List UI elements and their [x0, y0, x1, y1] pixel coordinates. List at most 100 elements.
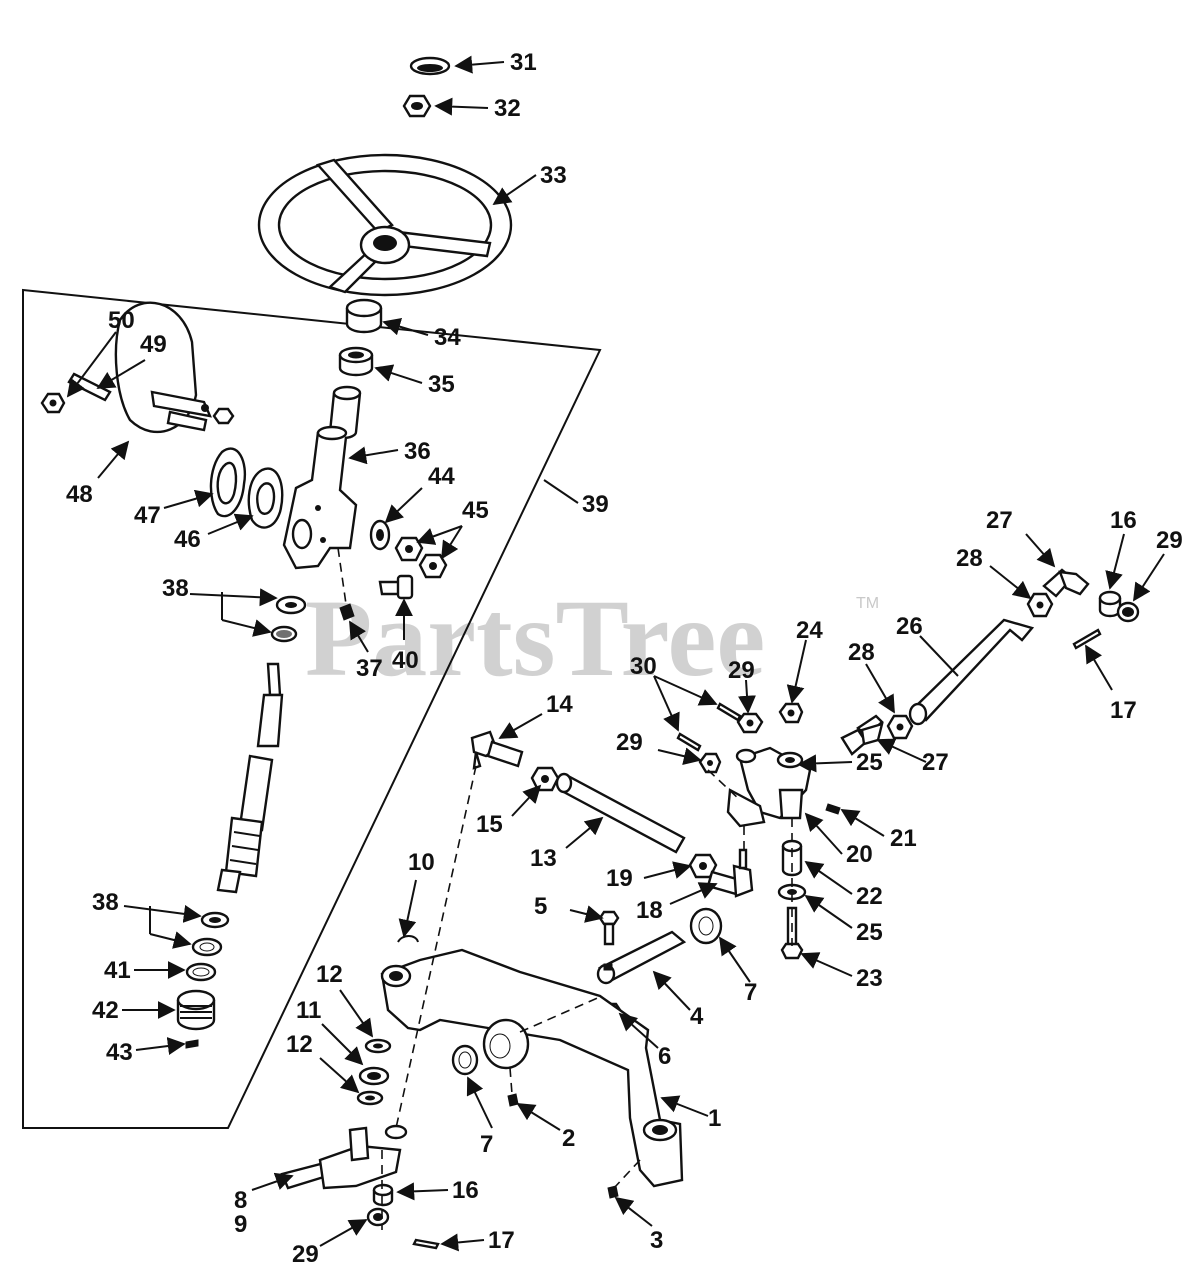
callout-33: 33	[540, 162, 567, 189]
bolt-23	[780, 906, 804, 960]
set-screw-21	[825, 803, 841, 815]
callout-32: 32	[494, 95, 521, 122]
callout-6: 6	[658, 1043, 671, 1070]
callout-22: 22	[856, 883, 883, 910]
callout-27-lower: 27	[922, 749, 949, 776]
gasket-47	[209, 447, 247, 518]
callout-14: 14	[546, 691, 573, 718]
bearing-11	[358, 1066, 390, 1086]
callout-43: 43	[106, 1039, 133, 1066]
callout-5: 5	[534, 893, 547, 920]
pivot-pin-4	[596, 930, 687, 985]
callout-28-upper: 28	[956, 545, 983, 572]
washer-7-right	[689, 907, 723, 945]
nut-15	[530, 766, 560, 792]
callout-21: 21	[890, 825, 917, 852]
callout-35: 35	[428, 371, 455, 398]
bearing-38-bottom	[191, 911, 230, 957]
callout-20: 20	[846, 841, 873, 868]
castle-nut-29c	[1116, 601, 1140, 623]
callout-29-mid-lower: 29	[616, 729, 643, 756]
gear-42	[176, 989, 216, 1031]
callout-19: 19	[606, 865, 633, 892]
cap-31	[409, 56, 451, 76]
pin-43	[185, 1039, 199, 1049]
callout-38-bottom: 38	[92, 889, 119, 916]
dashed-tierod-to-spindle	[395, 765, 477, 1129]
leader-lines	[66, 55, 1165, 1252]
callout-7-right: 7	[744, 979, 757, 1006]
callout-27-upper: 27	[986, 507, 1013, 534]
callout-8: 8	[234, 1187, 247, 1214]
steering-column-36	[282, 425, 358, 570]
cotter-pin-17-bottom	[412, 1238, 440, 1250]
callout-17-bottom: 17	[488, 1227, 515, 1254]
callout-24: 24	[796, 617, 823, 644]
callout-30: 30	[630, 653, 657, 680]
dashed-fitting3	[613, 1159, 641, 1189]
callout-46: 46	[174, 526, 201, 553]
callout-45: 45	[462, 497, 489, 524]
callout-28-lower: 28	[848, 639, 875, 666]
callout-42: 42	[92, 997, 119, 1024]
callout-48: 48	[66, 481, 93, 508]
bushing-35	[338, 346, 374, 377]
callout-10: 10	[408, 849, 435, 876]
callout-26: 26	[896, 613, 923, 640]
washer-7-left	[451, 1044, 479, 1076]
drag-link-tube-13	[555, 772, 686, 854]
nut-45a	[394, 536, 424, 562]
grease-fitting-3	[607, 1185, 619, 1199]
bolt-5	[598, 910, 620, 946]
washer-12-lower	[356, 1090, 384, 1106]
spindle-8-9	[280, 1124, 408, 1190]
grease-fitting-2	[507, 1093, 519, 1107]
dashed-fitting2	[509, 1067, 513, 1095]
nut-28a	[886, 714, 914, 740]
small-nut	[212, 407, 235, 425]
callout-34: 34	[434, 324, 461, 351]
tie-rod-end-18	[706, 848, 754, 898]
callout-11: 11	[296, 997, 321, 1024]
steering-wheel-33	[257, 153, 513, 297]
nut-45b	[418, 553, 448, 579]
callout-31: 31	[510, 49, 537, 76]
bushing-34	[345, 298, 383, 334]
callout-25-upper: 25	[856, 749, 883, 776]
callout-4: 4	[690, 1003, 704, 1030]
callout-49: 49	[140, 331, 167, 358]
callout-13: 13	[530, 845, 557, 872]
bearing-38-top	[270, 595, 307, 643]
callout-7-left: 7	[480, 1131, 493, 1158]
callout-12-lower: 12	[286, 1031, 313, 1058]
trademark-mark: TM	[856, 595, 879, 612]
callout-29-bottom: 29	[292, 1241, 319, 1268]
tie-rod-26	[908, 618, 1035, 726]
callout-29-upper-right: 29	[1156, 527, 1183, 554]
snap-ring-10	[397, 935, 419, 943]
tie-rod-end-27b	[1042, 568, 1090, 598]
washer-44	[369, 519, 391, 551]
callout-16-upper: 16	[1110, 507, 1137, 534]
steering-plate-48	[114, 301, 212, 434]
castle-nut-29b	[698, 752, 722, 774]
gasket-46	[247, 467, 284, 529]
callout-15: 15	[476, 811, 503, 838]
nut-50	[40, 392, 66, 414]
cotter-pin-17-upper	[1072, 628, 1102, 650]
partstree-watermark: PartsTree	[305, 577, 765, 699]
nut-32	[402, 94, 432, 118]
callout-40: 40	[392, 647, 419, 674]
washer-41	[185, 962, 217, 982]
callout-41: 41	[104, 957, 131, 984]
callout-38-top: 38	[162, 575, 189, 602]
callout-44: 44	[428, 463, 455, 490]
callout-39: 39	[582, 491, 609, 518]
callout-18: 18	[636, 897, 663, 924]
cotter-pin-30a	[716, 702, 742, 722]
ball-37	[339, 603, 355, 621]
callout-47: 47	[134, 502, 161, 529]
tie-rod-end-14	[470, 730, 524, 770]
nut-28b	[1026, 592, 1054, 618]
